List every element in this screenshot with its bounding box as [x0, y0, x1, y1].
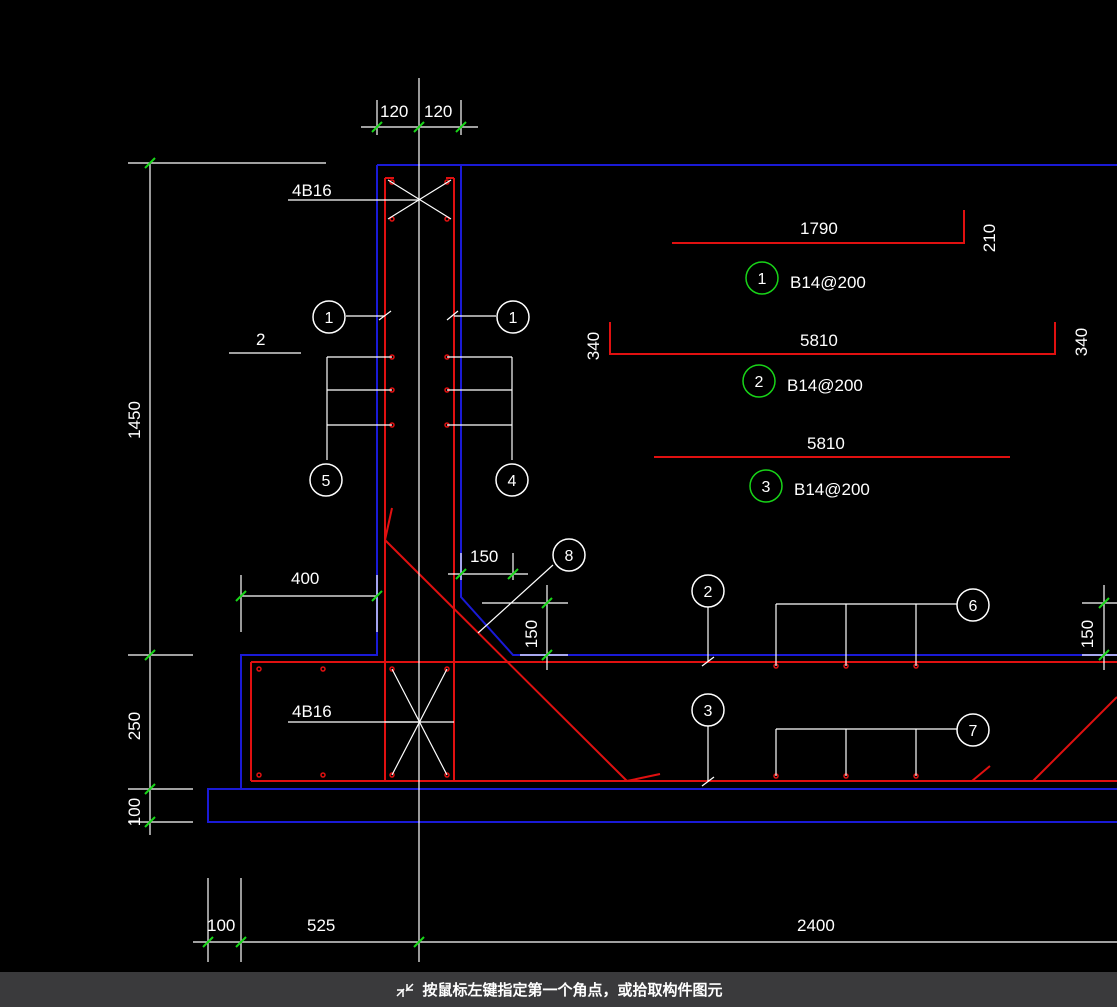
schedule-2-spec: B14@200	[787, 376, 863, 395]
status-message: 按鼠标左键指定第一个角点，或拾取构件图元	[422, 981, 723, 999]
status-bar: 按鼠标左键指定第一个角点，或拾取构件图元	[0, 972, 1117, 1007]
rebar-label-top: 4B16	[292, 181, 332, 200]
marker-1-left: 1	[325, 310, 334, 327]
schedule-3-spec: B14@200	[794, 480, 870, 499]
dim-height-base: 250	[125, 712, 144, 740]
dimension-lines	[128, 78, 1117, 962]
schedule-circles	[742, 261, 783, 503]
dim-top-left: 120	[380, 102, 408, 121]
marker-2: 2	[704, 584, 713, 601]
dim-height-main: 1450	[125, 401, 144, 439]
rebar-lines	[250, 177, 1117, 782]
schedule-1-spec: B14@200	[790, 273, 866, 292]
concrete-outline	[207, 164, 1117, 823]
marker-7: 7	[969, 723, 978, 740]
dim-bottom-525: 525	[307, 916, 335, 935]
dim-150-left: 150	[522, 620, 541, 648]
dim-150-right: 150	[1078, 620, 1097, 648]
dim-top-right: 120	[424, 102, 452, 121]
schedule-1-number: 1	[758, 271, 767, 288]
marker-6: 6	[969, 598, 978, 615]
drawing-canvas[interactable]: 120 120 1450 250 100 4B16 4B16 2 400 150…	[0, 0, 1117, 972]
schedule-2-hook-left: 340	[584, 332, 603, 360]
schedule-2-hook-right: 340	[1072, 328, 1091, 356]
marker-1-right: 1	[509, 310, 518, 327]
marker-4: 4	[508, 473, 517, 490]
schedule-2-number: 2	[755, 374, 764, 391]
marker-8: 8	[565, 548, 574, 565]
schedule-1-hook: 210	[980, 224, 999, 252]
schedule-3-length: 5810	[807, 434, 845, 453]
schedule-3-number: 3	[762, 479, 771, 496]
section-label: 2	[256, 330, 265, 349]
rebar-label-base: 4B16	[292, 702, 332, 721]
marker-3: 3	[704, 703, 713, 720]
dim-bottom-2400: 2400	[797, 916, 835, 935]
dim-height-bottom: 100	[125, 798, 144, 826]
marker-circles	[309, 300, 990, 747]
schedule-2-length: 5810	[800, 331, 838, 350]
dimension-ticks	[144, 121, 1110, 948]
rebar-dots	[256, 179, 919, 779]
dim-400: 400	[291, 569, 319, 588]
dim-bottom-100: 100	[207, 916, 235, 935]
schedule-1-length: 1790	[800, 219, 838, 238]
dim-150-horizontal: 150	[470, 547, 498, 566]
marker-5: 5	[322, 473, 331, 490]
corner-select-icon	[396, 982, 415, 997]
